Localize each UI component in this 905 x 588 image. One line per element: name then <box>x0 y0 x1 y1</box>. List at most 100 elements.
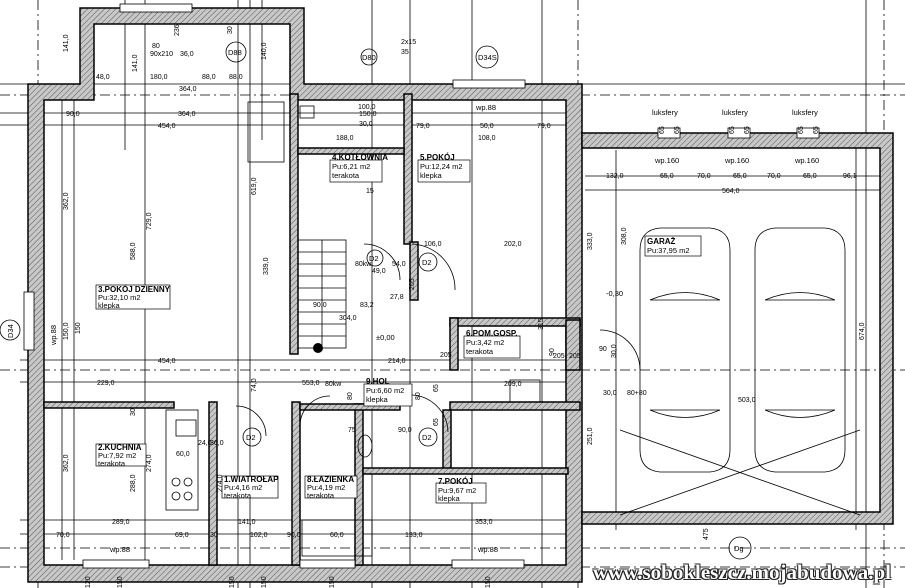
door-marker-d80: D80 <box>362 53 376 62</box>
dim-row-3: 79,0 <box>416 123 430 130</box>
dim-top-8: 180,0 <box>150 74 168 81</box>
dim-int-19: 80 <box>347 392 354 400</box>
dim-left-10: 274,0 <box>217 474 224 492</box>
dim-int-16: 315 <box>538 318 545 330</box>
door-swings <box>235 243 641 437</box>
dim-int-15: 205 <box>440 352 452 359</box>
level-mark-garage: -0,30 <box>606 289 623 298</box>
dim-garage-3: 65,0 <box>733 173 747 180</box>
dim-left-9: 288,0 <box>130 474 137 492</box>
garage-cars <box>619 227 861 516</box>
room-labels: 3.POKÓJ DZIENNY Pu:32,10 m2 klepka 2.KUC… <box>98 153 690 503</box>
dim-int-31: 70,0 <box>56 532 70 539</box>
dim-int-34: 69,0 <box>175 532 189 539</box>
window-labels: luksfery luksfery luksfery wp.160 wp.160… <box>49 103 819 554</box>
interior-walls <box>43 93 581 566</box>
room-area-2: Pu:7,92 m2 <box>98 451 136 460</box>
dim-int-27: 289,0 <box>112 519 130 526</box>
dim-garage-9: 65 <box>674 126 681 134</box>
dim-garage-8: 65 <box>659 126 666 134</box>
interior-dimensions: 106,0 202,0 454,0 214,0 553,0 229,0 304,… <box>56 43 618 539</box>
room-name-5: 5.POKÓJ <box>420 153 455 162</box>
dim-row-4: 50,0 <box>480 123 494 130</box>
room-area-9: Pu:6,60 m2 <box>366 386 404 395</box>
level-mark-0: ±0,00 <box>376 333 395 342</box>
dim-int-12: 49,0 <box>372 268 386 275</box>
door-marker-d34: D34 <box>6 324 15 338</box>
dim-left-12: 30 <box>130 408 137 416</box>
dim-int-1: 202,0 <box>504 241 522 248</box>
dim-row-7: 188,0 <box>336 135 354 142</box>
luksfery-label-2: luksfery <box>722 108 748 117</box>
dim-garage-13: 65 <box>813 126 820 134</box>
dim-top-1: 236 <box>174 24 181 36</box>
dim-int-38: 90 <box>549 348 556 356</box>
dim-int-30: 353,0 <box>475 519 493 526</box>
room-area-garage: Pu:37,95 m2 <box>647 246 690 255</box>
dim-int-35: 30 <box>210 532 218 539</box>
dim-garage-11: 65 <box>744 126 751 134</box>
dim-garage-5: 65,0 <box>803 173 817 180</box>
level-marks: ±0,00 -0,30 <box>376 289 623 342</box>
dim-garage-30a: 30,0 <box>603 390 617 397</box>
room-name-2: 2.KUCHNIA <box>98 443 142 452</box>
door-marker-d2-c: D2 <box>246 433 256 442</box>
dim-int-39: 205 <box>553 353 565 360</box>
wp88-bottom-a-label: wp.88 <box>109 545 130 554</box>
room-label-boxes <box>95 159 702 504</box>
room-area-7: Pu:9,67 m2 <box>438 486 476 495</box>
left-dimensions: 362,0 729,0 588,0 619,0 339,0 150,0 150 … <box>63 177 270 492</box>
door-marker-d2-b: D2 <box>422 433 432 442</box>
dim-int-25: 75 <box>348 427 356 434</box>
dim-garage-0: 132,0 <box>606 173 624 180</box>
dim-int-0: 106,0 <box>424 241 442 248</box>
wp160-label-3: wp.160 <box>794 156 819 165</box>
watermark: www.sobokleszcz.mojabudowa.pl <box>592 560 891 584</box>
label-80kw-a: 80kw <box>325 381 342 388</box>
dim-int-8: 90,0 <box>313 302 327 309</box>
dim-int-40: 205 <box>569 353 581 360</box>
label-80kw-b: 80kw <box>355 261 372 268</box>
room-floor-1: terakota <box>224 491 252 500</box>
dim-left-0: 362,0 <box>63 192 70 210</box>
dim-int-11: 15 <box>366 188 374 195</box>
room-name-3: 3.POKÓJ DZIENNY <box>98 285 171 294</box>
dim-int-37: 209,0 <box>504 381 522 388</box>
dim-top-2: 88,0 <box>202 74 216 81</box>
dim-bottom-3: 150 <box>261 576 268 588</box>
dim-garage-30b: 80+80 <box>627 390 647 397</box>
room-area-3: Pu:32,10 m2 <box>98 293 141 302</box>
dim-left-7: 362,0 <box>63 454 70 472</box>
room-name-4: 4.KOTŁOWNIA <box>332 153 388 162</box>
dim-int-14: 205 <box>409 278 416 290</box>
door-markers: D2 D2 D2 D2 D34S D88 D34 Dg D80 <box>0 41 752 560</box>
room-area-5: Pu:12,24 m2 <box>420 162 463 171</box>
dim-int-9: 90,0 <box>398 427 412 434</box>
dim-int-3: 214,0 <box>388 358 406 365</box>
dim-int-5: 229,0 <box>97 380 115 387</box>
dim-int-13: 54,0 <box>392 261 406 268</box>
wp88-top-label: wp.88 <box>475 103 496 112</box>
dim-int-18: 80 <box>415 392 422 400</box>
room-floor-4: terakota <box>332 171 360 180</box>
dim-garage-6: 96,1 <box>843 173 857 180</box>
dim-row-6: 454,0 <box>158 123 176 130</box>
dim-int-21: 65 <box>433 418 440 426</box>
room-name-1: 1.WIATROŁAP <box>224 475 279 484</box>
dim-row-1: 364,0 <box>178 111 196 118</box>
dim-top-7: 48,0 <box>96 74 110 81</box>
dim-row-2: 150,0 <box>359 111 377 118</box>
dim-bottom-0: 120 <box>85 576 92 588</box>
bottom-dimensions: 120 150 150 150 150 150 <box>85 576 492 588</box>
dim-top-0: 141,0 <box>63 34 70 52</box>
dim-left-8: 274,0 <box>146 454 153 472</box>
dim-top-13: 364,0 <box>179 86 197 93</box>
dim-top-4: 141,0 <box>132 54 139 72</box>
room-area-1: Pu:4,16 m2 <box>224 483 262 492</box>
room-name-6: 6.POM.GOSP. <box>466 329 517 338</box>
dim-left-6: 150 <box>75 322 82 334</box>
dim-garage-14: 503,0 <box>738 397 756 404</box>
dim-int-28: 141,0 <box>238 519 256 526</box>
